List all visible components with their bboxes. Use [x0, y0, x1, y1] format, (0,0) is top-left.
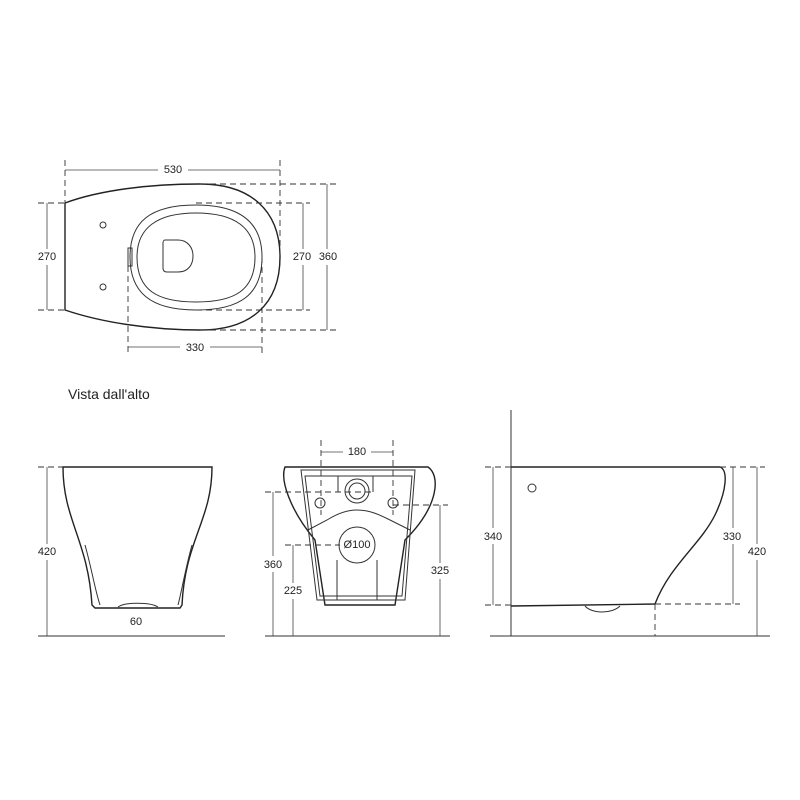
seat-outer-ring [129, 204, 263, 311]
dim-outlet-height: 225 [284, 585, 302, 597]
top-view: 530 270 270 360 330 Vista dall'alto [33, 160, 341, 402]
side-view: 340 330 420 [480, 410, 770, 637]
front-view: 420 60 [33, 466, 225, 637]
water-inlet [344, 478, 370, 504]
dim-rim-to-bottom: 340 [484, 531, 502, 543]
dim-front-height: 420 [38, 546, 56, 558]
bolt-hole [387, 497, 399, 509]
side-outline [510, 466, 726, 607]
dim-seat-width: 270 [293, 251, 311, 263]
front-outline [62, 466, 213, 609]
dim-seat-length: 330 [186, 342, 204, 354]
dim-side-height: 420 [748, 546, 766, 558]
dim-bolt-spacing: 180 [348, 446, 366, 458]
fixing-hole [99, 221, 107, 229]
dim-bowl-depth: 330 [723, 531, 741, 543]
hinge [127, 247, 133, 267]
fixing-hole [527, 483, 537, 493]
seat-inner-ring [136, 212, 256, 303]
dim-bolt-height: 325 [431, 565, 449, 577]
dim-fixing-width: 270 [38, 251, 56, 263]
view-title: Vista dall'alto [68, 386, 150, 402]
dim-outlet-diameter: Ø100 [344, 539, 371, 551]
dim-inlet-height: 360 [264, 559, 282, 571]
back-outline [283, 466, 436, 606]
back-view: Ø100 180 360 225 325 [260, 440, 453, 637]
dim-total-width: 360 [319, 251, 337, 263]
flush-opening [162, 239, 194, 273]
dim-length: 530 [164, 164, 182, 176]
bolt-hole [314, 497, 326, 509]
dim-base: 60 [130, 616, 142, 628]
fixing-hole [99, 283, 107, 291]
bowl-outline [64, 183, 281, 331]
